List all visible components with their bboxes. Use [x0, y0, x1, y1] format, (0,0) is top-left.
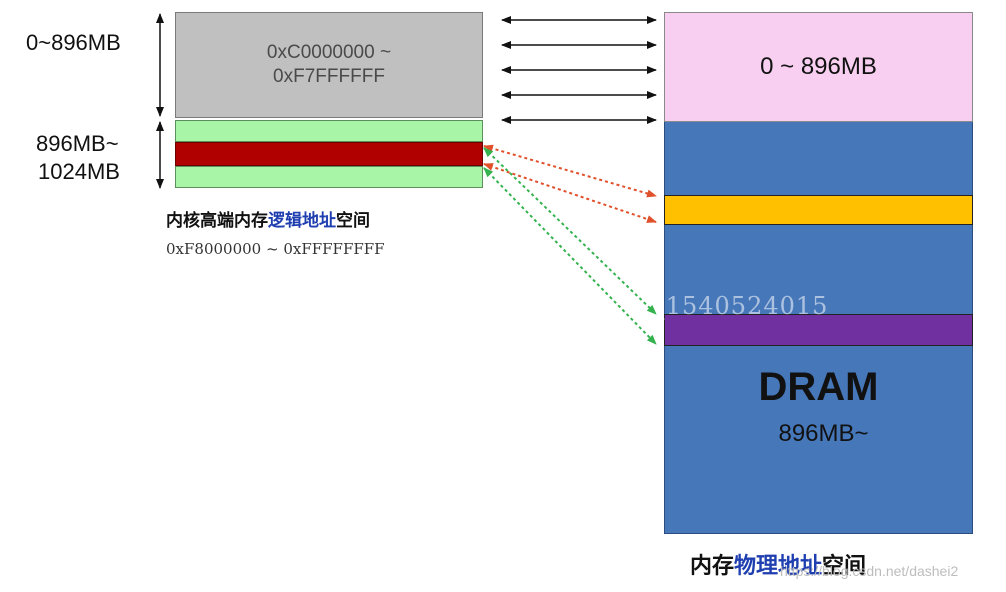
caption-kernel-high-mem: 内核高端内存 [166, 211, 268, 231]
high-mem-band-bottom [175, 166, 483, 188]
caption-physical-address: 物理地址 [734, 554, 823, 579]
caption-space: 空间 [336, 211, 370, 231]
kernel-low-mapped-block: 0xC0000000 ~ 0xF7FFFFFF [175, 12, 483, 118]
physical-caption: 内存物理地址空间 [690, 548, 866, 580]
axis-label-low: 0~896MB [26, 30, 121, 55]
high-mem-band-top [175, 120, 483, 142]
high-mem-band-active [175, 142, 483, 166]
dram-subtitle: 896MB~ [778, 420, 869, 447]
caption-phys-space: 空间 [822, 554, 867, 579]
high-mem-map-green-1 [483, 147, 657, 315]
kernel-block-range-end: 0xF7FFFFFF [273, 66, 385, 87]
high-mem-map-red-2 [483, 163, 657, 223]
dram-title: DRAM [758, 365, 879, 409]
dram-highlight-yellow [664, 195, 973, 225]
caption-memory: 内存 [690, 554, 735, 579]
high-mem-range: 0xF8000000 ~ 0xFFFFFFFF [166, 240, 385, 258]
axis-label-high-start: 896MB~ [36, 131, 119, 156]
physical-low-block: 0 ~ 896MB [664, 12, 973, 122]
axis-label-high-end: 1024MB [38, 159, 120, 184]
kernel-block-range-start: 0xC0000000 ~ [266, 42, 392, 63]
caption-logical-address: 逻辑地址 [268, 211, 336, 231]
high-mem-caption: 内核高端内存逻辑地址空间 [166, 206, 370, 231]
high-mem-map-green-2 [483, 167, 657, 345]
watermark-footer: https://blog.csdn.net/dashei2 [780, 563, 959, 579]
high-mem-map-red-1 [483, 144, 657, 198]
dram-highlight-purple [664, 314, 973, 346]
physical-low-label: 0 ~ 896MB [760, 53, 877, 80]
